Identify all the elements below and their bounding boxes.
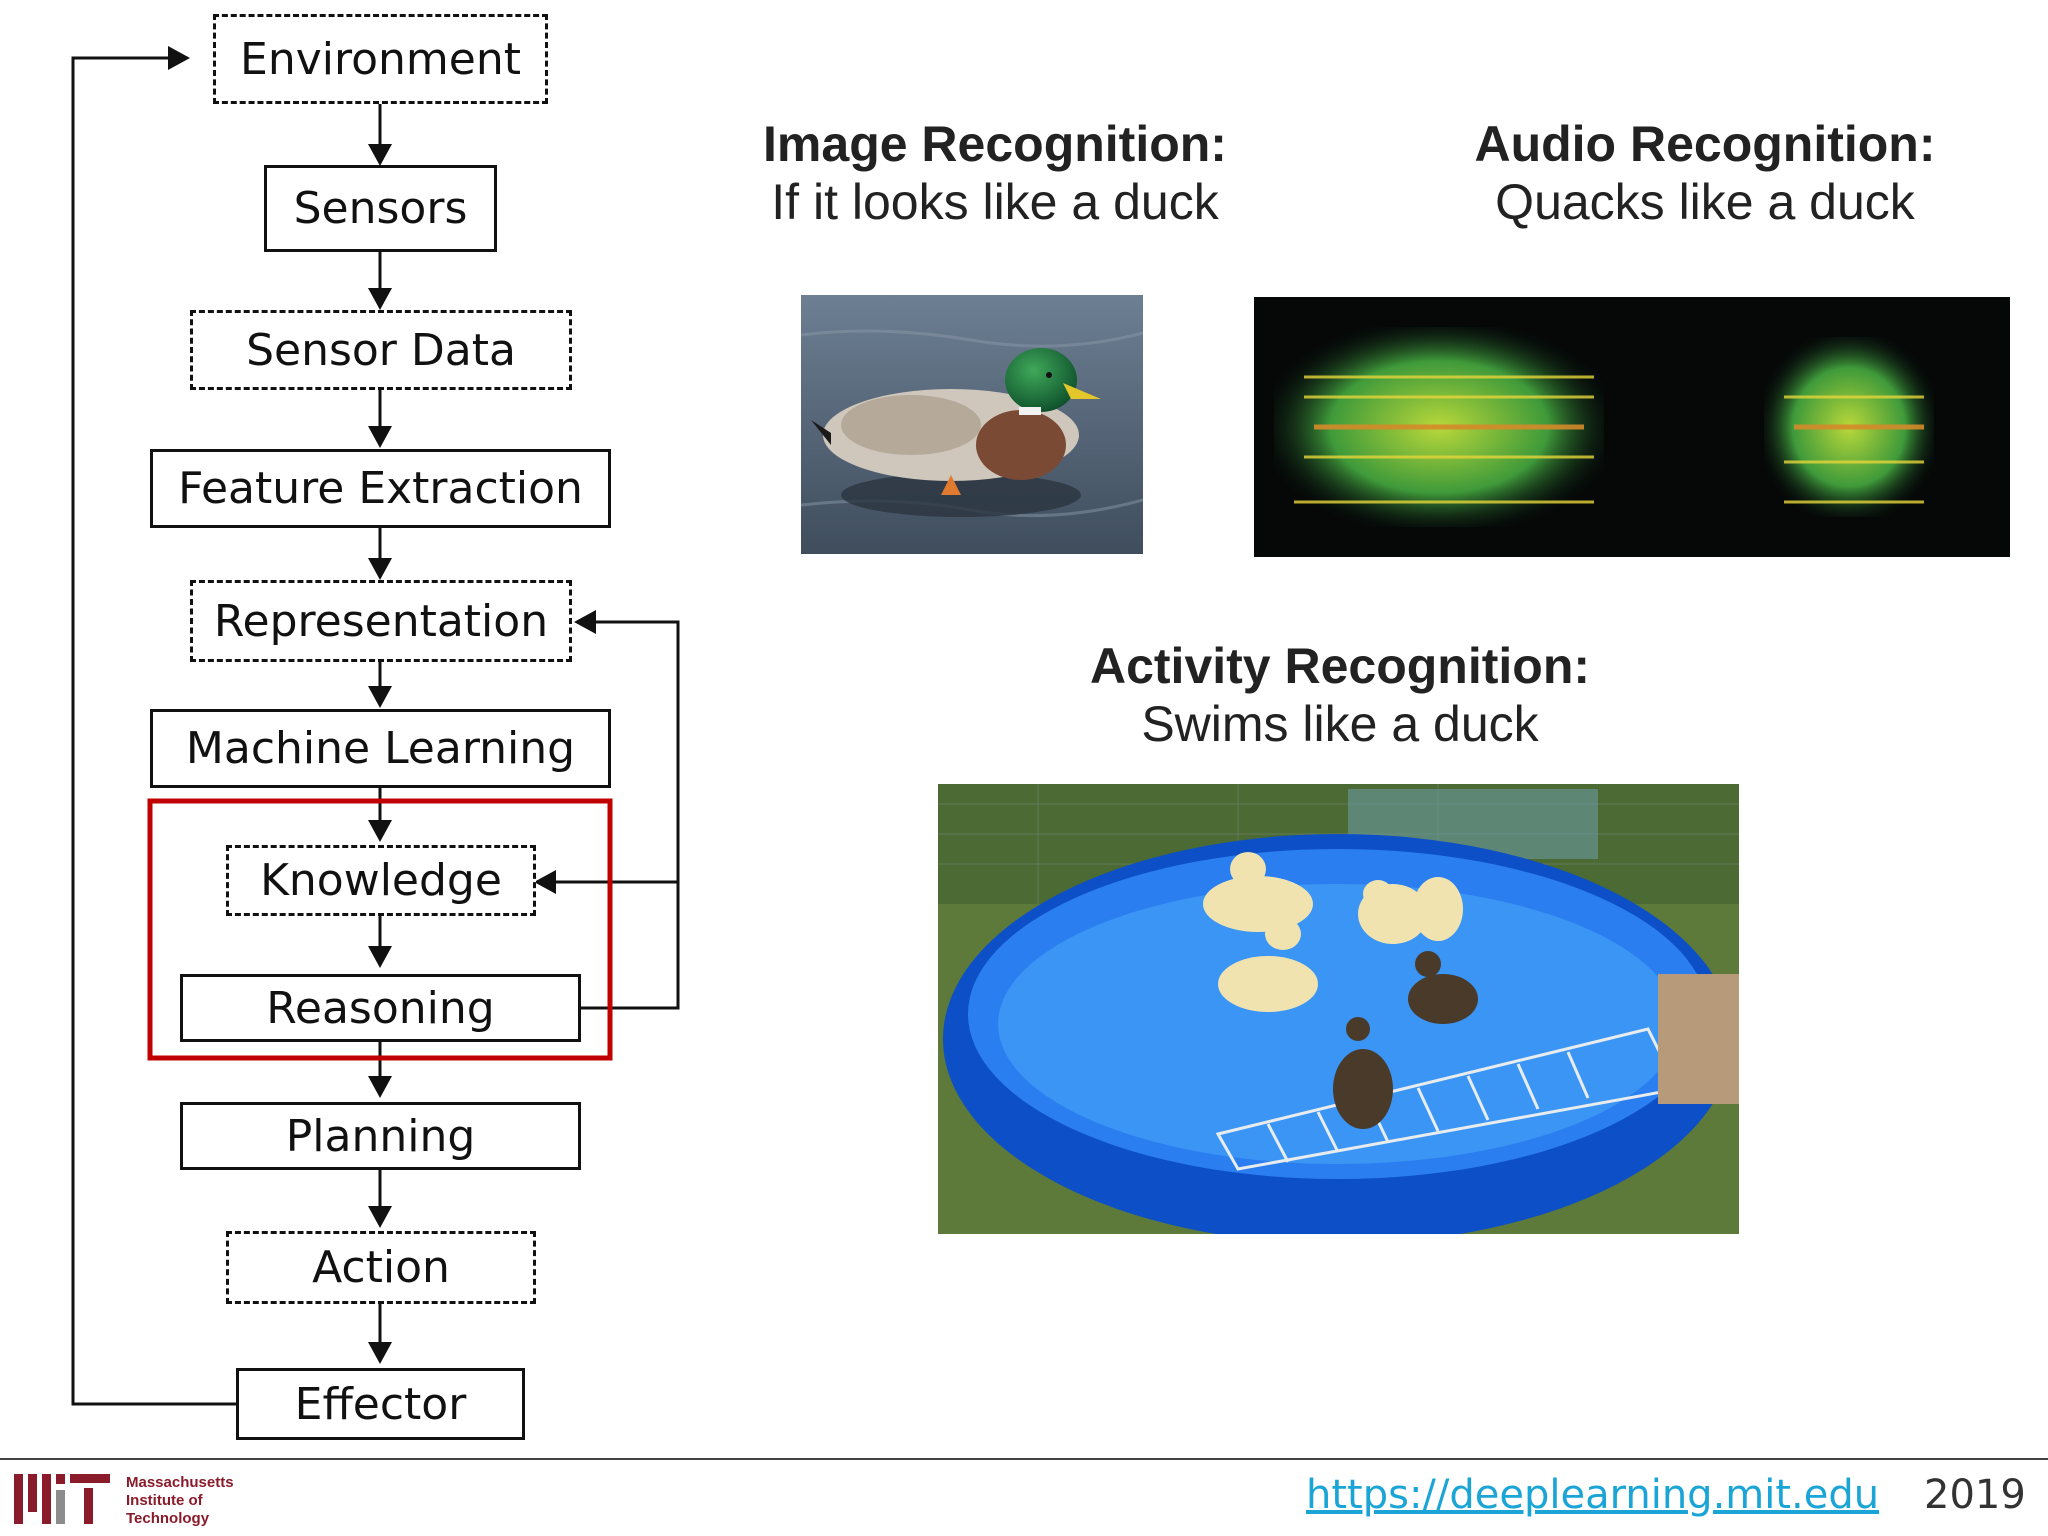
arrowhead-planning [368,1076,392,1098]
course-url-link[interactable]: https://deeplearning.mit.edu [1306,1472,1880,1518]
ducklings-pool-photo [938,784,1739,1234]
arrowhead-action [368,1206,392,1228]
environment-box: Environment [213,14,548,104]
arrowhead-sensors [368,144,392,166]
arrowhead-knowledge [368,820,392,842]
audio-recognition-subtitle: Quacks like a duck [1495,173,1915,230]
knowledge-box: Knowledge [226,845,536,916]
audio-recognition-title: Audio Recognition: [1474,116,1936,172]
effector-label: Effector [294,1378,467,1430]
reasoning-box: Reasoning [180,974,581,1042]
activity-recognition-subtitle: Swims like a duck [1141,695,1539,752]
arrowhead-ml [368,686,392,708]
planning-box: Planning [180,1102,581,1170]
mallard-duck-photo [801,295,1143,554]
arrowhead-sensordata [368,288,392,310]
action-label: Action [312,1242,450,1293]
representation-box: Representation [190,580,572,662]
arrowhead-feature [368,426,392,448]
highlight-box [147,798,613,1061]
sensors-box: Sensors [264,165,497,252]
flow-arrows [71,46,680,1406]
machine-learning-box: Machine Learning [150,709,611,788]
mit-wordmark-line1: Massachusetts [126,1474,234,1491]
planning-label: Planning [285,1110,476,1162]
knowledge-label: Knowledge [260,855,502,906]
feature-extraction-label: Feature Extraction [178,463,583,514]
duck-spectrogram [1254,297,2010,557]
effector-box: Effector [236,1368,525,1440]
sensor-data-label: Sensor Data [246,324,516,376]
arrowhead-representation-feedback [574,610,596,634]
activity-recognition-title: Activity Recognition: [1089,638,1591,694]
audio-recognition-heading: Audio Recognition: Quacks like a duck [1410,116,2000,231]
feature-extraction-box: Feature Extraction [150,449,611,528]
action-box: Action [226,1231,536,1304]
mit-logo-icon [14,1474,110,1524]
footer-year: 2019 [1924,1472,2026,1518]
image-recognition-subtitle: If it looks like a duck [771,173,1219,230]
mit-wordmark-line3: Technology [126,1510,210,1527]
image-recognition-heading: Image Recognition: If it looks like a du… [700,116,1290,231]
sensors-label: Sensors [293,183,468,234]
feedback-effector-environment [71,56,236,1406]
activity-recognition-heading: Activity Recognition: Swims like a duck [1040,638,1640,753]
feedback-reasoning-loop [580,620,680,1010]
representation-label: Representation [213,595,549,647]
environment-label: Environment [240,33,521,85]
footer-divider [0,1458,2048,1460]
mit-wordmark-line2: Institute of [126,1492,203,1509]
arrowhead-knowledge-feedback [534,870,556,894]
machine-learning-label: Machine Learning [185,723,576,774]
arrowhead-effector [368,1342,392,1364]
mit-wordmark: Massachusetts Institute of Technology [126,1474,234,1528]
reasoning-label: Reasoning [266,982,495,1034]
arrowhead-reasoning [368,946,392,968]
arrowhead-environment [168,46,190,70]
arrowhead-representation [368,558,392,580]
sensor-data-box: Sensor Data [190,310,572,390]
image-recognition-title: Image Recognition: [763,116,1227,172]
